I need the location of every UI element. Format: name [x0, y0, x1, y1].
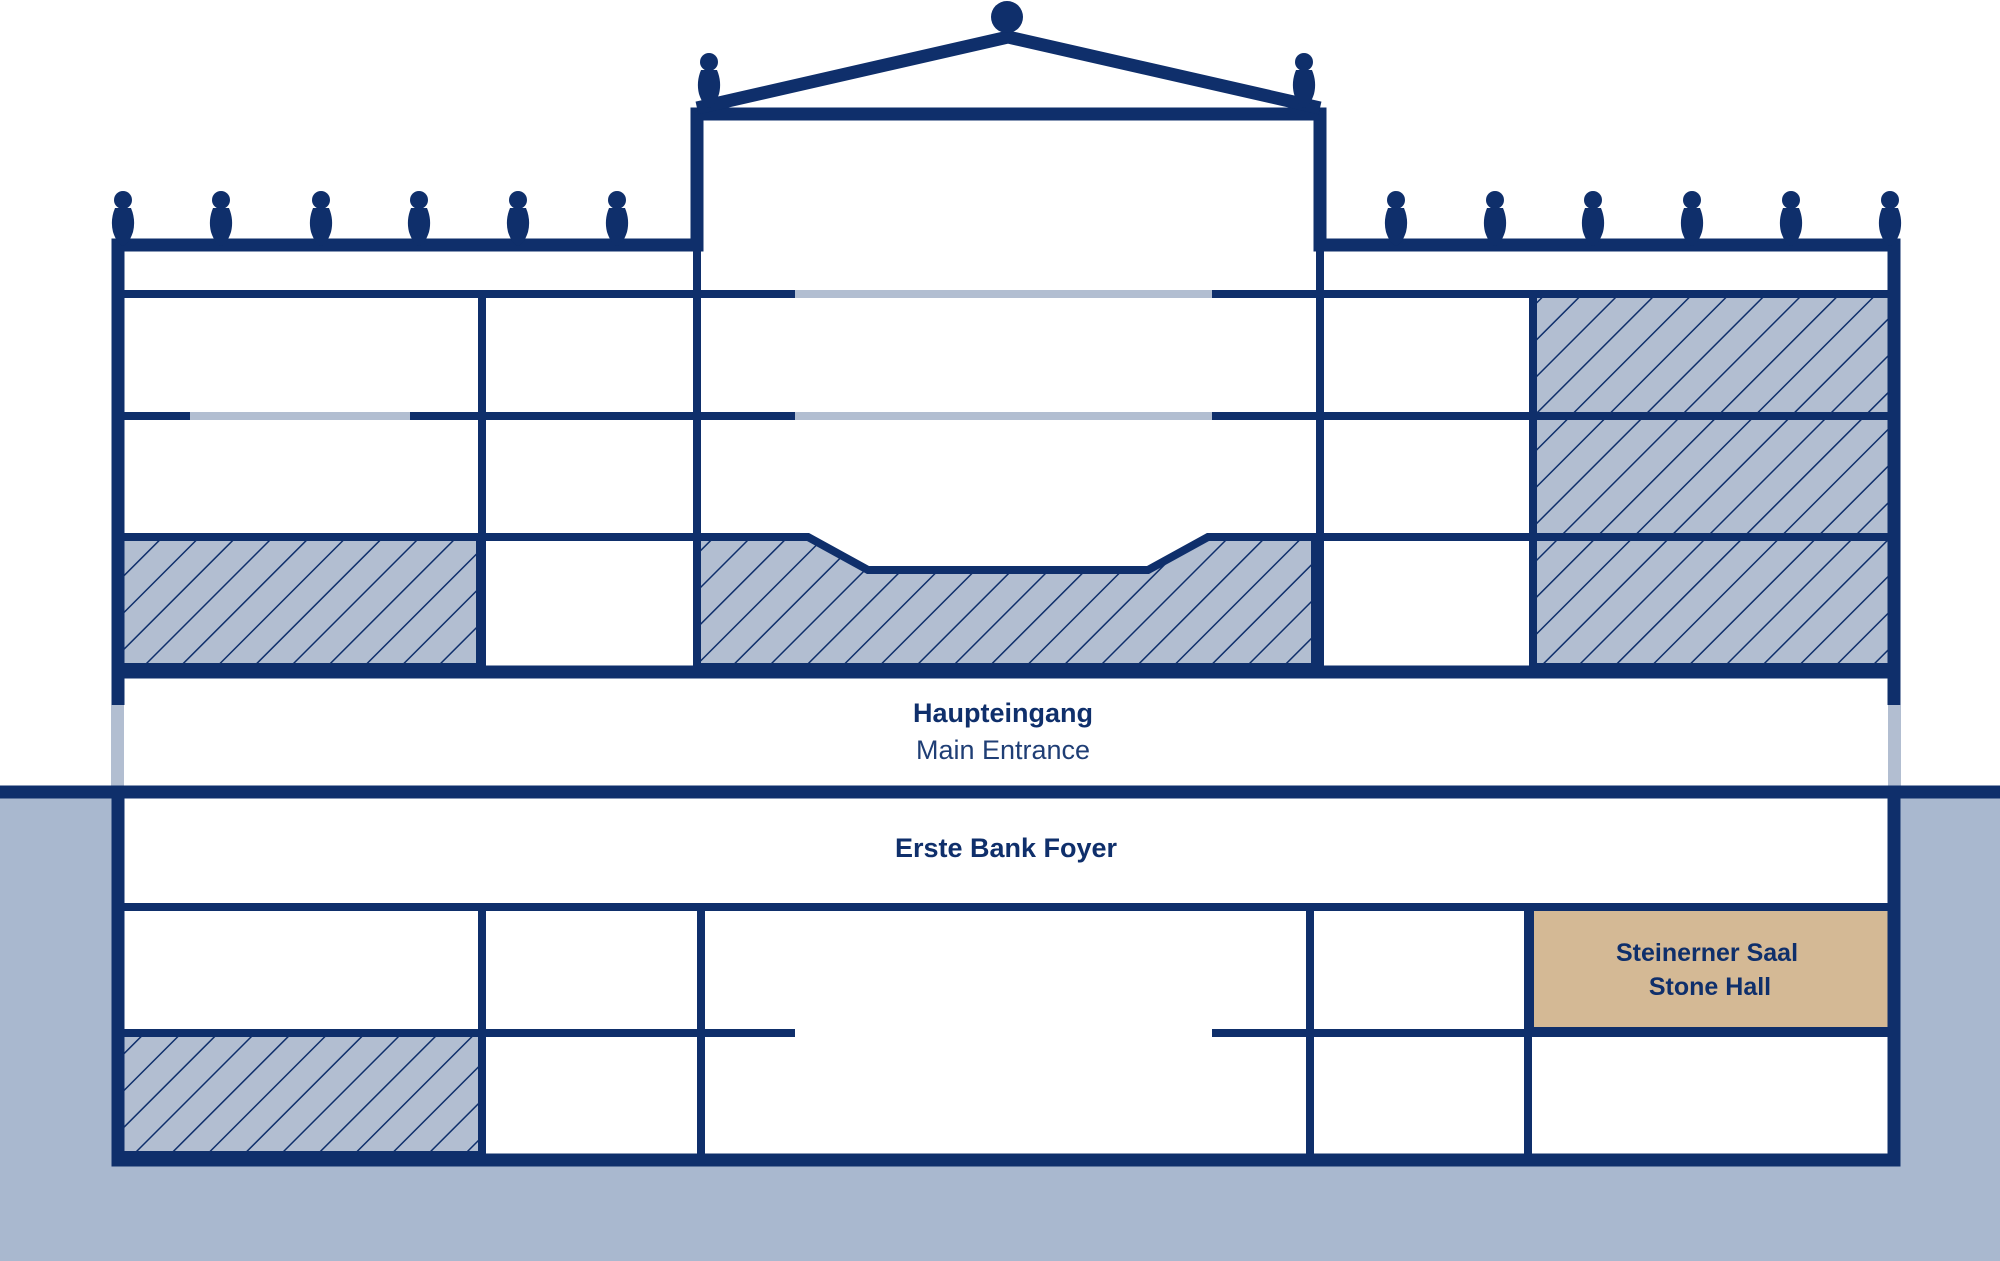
entrance-side-left [111, 705, 124, 790]
stone-hall-label-en: Stone Hall [1649, 973, 1771, 1001]
hatched-room-upper-right-2 [1529, 412, 1896, 541]
statue-icon [1680, 191, 1704, 246]
statue-icon [506, 191, 530, 246]
statue-icon [1878, 191, 1902, 246]
statue-icon [1483, 191, 1507, 246]
statue-icon [407, 191, 431, 246]
finial-icon [991, 1, 1023, 33]
statue-icon [605, 191, 629, 246]
stone-hall-label-de: Steinerner Saal [1616, 939, 1798, 967]
main-entrance-label-de: Haupteingang [913, 698, 1093, 728]
hatched-room-upper-left [116, 533, 484, 671]
main-entrance-label-en: Main Entrance [916, 735, 1090, 765]
building-outline [111, 107, 1901, 705]
foyer-label: Erste Bank Foyer [895, 833, 1118, 863]
entrance-side-right [1888, 705, 1901, 790]
statue-icon [1384, 191, 1408, 246]
statue-icon [309, 191, 333, 246]
statue-icon [1779, 191, 1803, 246]
pediment [695, 30, 1322, 115]
statue-icon [111, 191, 135, 246]
stone-hall-room [1526, 903, 1896, 1035]
hatched-room-upper-right-1 [1529, 290, 1896, 420]
hatched-room-upper-right-3 [1529, 533, 1896, 671]
hatched-room-upper-center [693, 533, 1319, 671]
basement-outline [111, 792, 1901, 1167]
statue-icon [1581, 191, 1605, 246]
hatched-room-basement-left [116, 1029, 486, 1159]
statue-icon [209, 191, 233, 246]
